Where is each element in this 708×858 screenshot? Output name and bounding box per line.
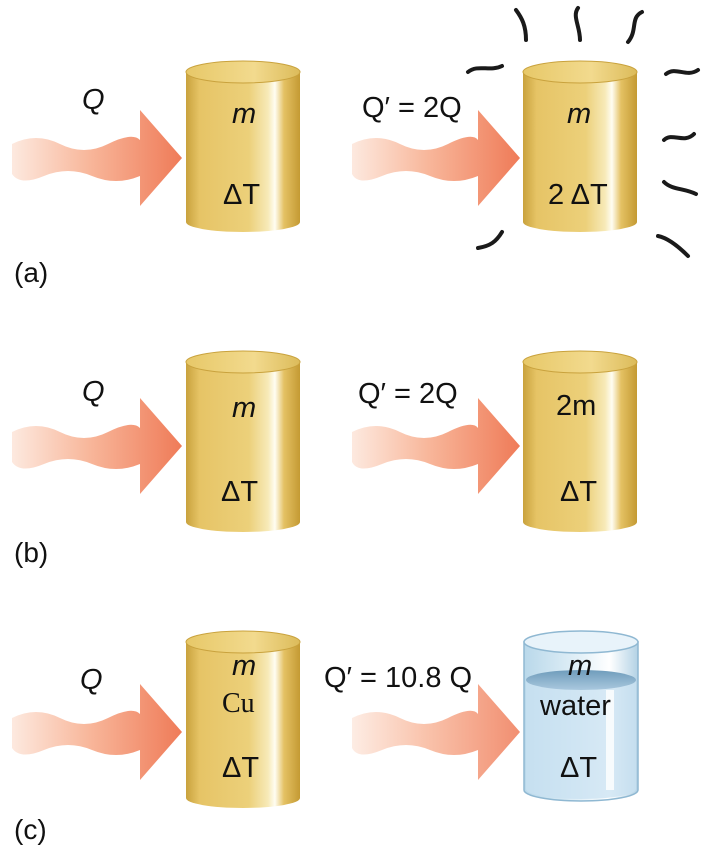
panel-b [12, 350, 638, 532]
heat-wave-mark [466, 64, 504, 74]
mass-label: m [232, 392, 257, 424]
heat-wave-mark [626, 10, 644, 44]
cylinder-block [522, 350, 638, 532]
mass-label: m [568, 650, 593, 682]
heat-wave-mark [573, 6, 582, 42]
heat-arrow [12, 684, 182, 780]
cylinder-block [185, 350, 301, 532]
material-label: water [540, 690, 611, 722]
panel-a [12, 6, 700, 258]
delta-t-label: ΔT [222, 752, 260, 784]
delta-t-label: ΔT [560, 476, 598, 508]
delta-t-label: 2 ΔT [548, 179, 608, 211]
heat-arrow [12, 110, 182, 206]
heat-wave-mark [664, 68, 700, 76]
heat-wave-mark [662, 180, 698, 196]
panel-label: (b) [14, 537, 49, 568]
mass-label: 2m [556, 390, 597, 422]
mass-label: m [567, 98, 592, 130]
heat-arrow [352, 684, 520, 780]
panel-c [12, 630, 639, 808]
heat-arrow [352, 398, 520, 494]
cylinder-block [185, 60, 301, 232]
cylinder-block [185, 630, 301, 808]
heat-wave-mark [514, 8, 528, 42]
delta-t-label: ΔT [560, 752, 598, 784]
panel-label: (c) [14, 814, 47, 845]
delta-t-label: ΔT [223, 179, 261, 211]
heat-wave-mark [656, 234, 690, 258]
material-label: Cu [222, 688, 255, 719]
heat-label: Q [80, 664, 103, 696]
heat-wave-mark [476, 230, 504, 250]
panel-label: (a) [14, 257, 49, 288]
heat-label: Q [82, 84, 105, 116]
heat-wave-mark [662, 132, 696, 142]
heat-arrow [12, 398, 182, 494]
heat-label: Q′ = 10.8 Q [324, 662, 473, 694]
water-beaker [523, 630, 639, 802]
heat-label: Q [82, 376, 105, 408]
mass-label: m [232, 98, 257, 130]
heat-label: Q′ = 2Q [358, 378, 458, 410]
mass-label: m [232, 650, 257, 682]
delta-t-label: ΔT [221, 476, 259, 508]
heat-arrow [352, 110, 520, 206]
cylinder-block [522, 60, 638, 232]
heat-label: Q′ = 2Q [362, 92, 462, 124]
